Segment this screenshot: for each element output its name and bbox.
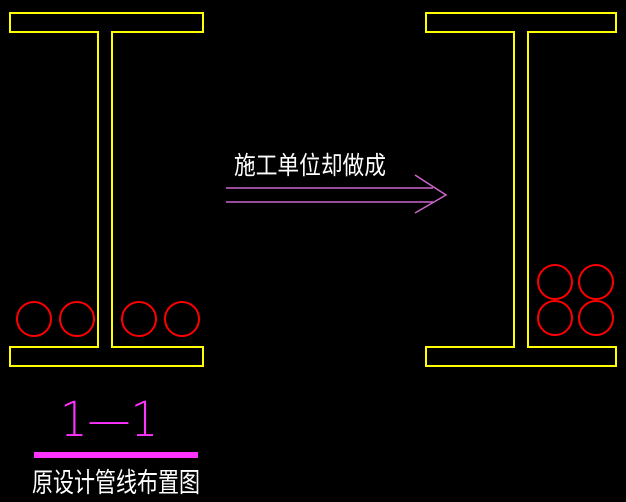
left-pipe bbox=[16, 301, 52, 337]
left-pipe bbox=[121, 301, 157, 337]
section-underline bbox=[34, 452, 198, 458]
left-pipe bbox=[164, 301, 200, 337]
caption-text: 原设计管线布置图 bbox=[32, 468, 200, 499]
left-i-beam-outline bbox=[9, 12, 204, 367]
annotation-text: 施工单位却做成 bbox=[234, 151, 386, 180]
right-pipe bbox=[537, 264, 573, 300]
right-i-beam-outline bbox=[425, 12, 617, 367]
right-pipe bbox=[578, 300, 614, 336]
left-pipe-group bbox=[16, 301, 200, 337]
arrow-head bbox=[414, 174, 448, 214]
transition-arrow bbox=[226, 174, 448, 214]
right-pipe bbox=[578, 264, 614, 300]
right-i-beam bbox=[425, 12, 617, 367]
right-pipe bbox=[537, 300, 573, 336]
right-pipe-group bbox=[537, 264, 614, 336]
left-pipe bbox=[59, 301, 95, 337]
left-i-beam bbox=[9, 12, 204, 367]
section-label: 1—1 bbox=[60, 392, 158, 448]
